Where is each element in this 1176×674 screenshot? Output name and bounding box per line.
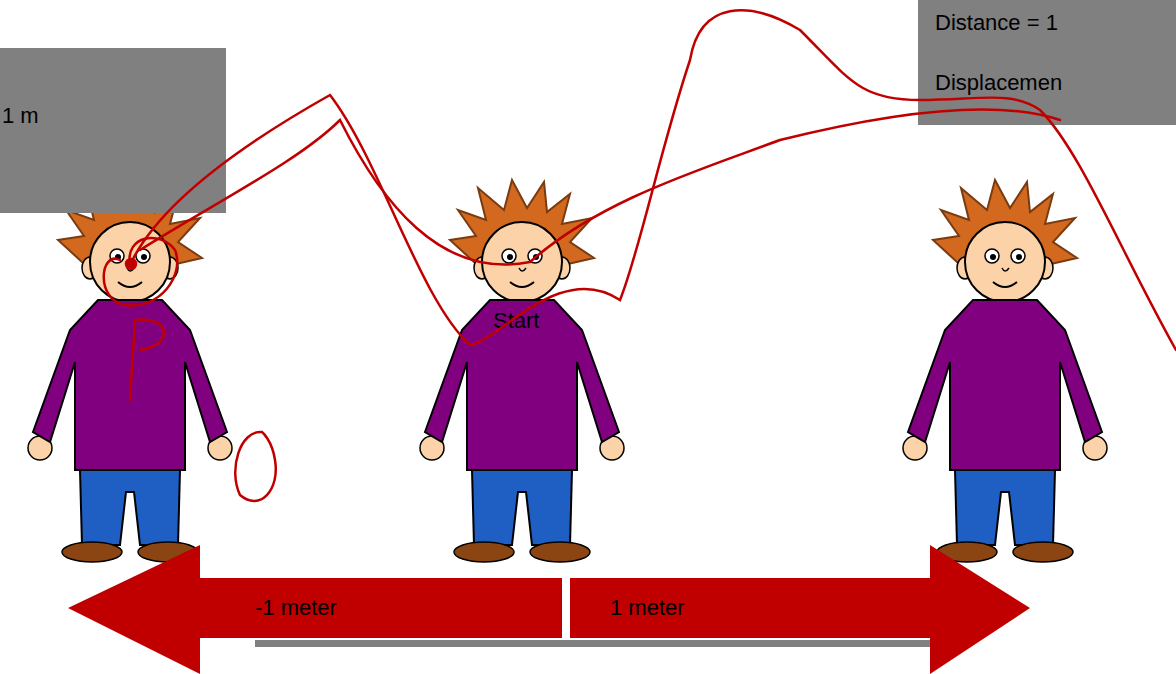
cartoon-boy — [903, 180, 1107, 562]
scribble-line — [140, 110, 1060, 265]
arrow-polygon — [68, 545, 562, 674]
node-text: Distance = 1 — [935, 10, 1058, 36]
cartoon-boy — [28, 180, 232, 562]
arrow-polygon — [570, 545, 1030, 674]
scribble-loop — [104, 238, 177, 305]
scribble-dot — [126, 259, 136, 269]
node-text: 1 meter — [610, 595, 685, 621]
arrow-shape: 1 meter — [570, 545, 1030, 674]
text-label: Start — [493, 308, 539, 334]
gray-box: Distance = 1 Displacemen — [918, 0, 1176, 125]
gray-box: 1 m — [0, 48, 226, 213]
node-text: -1 meter — [255, 595, 337, 621]
node-text: 1 m — [2, 103, 39, 129]
scribble-oval — [235, 432, 276, 501]
cartoon-boy — [420, 180, 624, 562]
gray-bar — [255, 640, 955, 647]
scribble-mark — [130, 319, 164, 400]
scribble-line — [130, 10, 1176, 350]
node-text: Displacemen — [935, 70, 1062, 96]
arrow-shape: -1 meter — [68, 545, 562, 674]
